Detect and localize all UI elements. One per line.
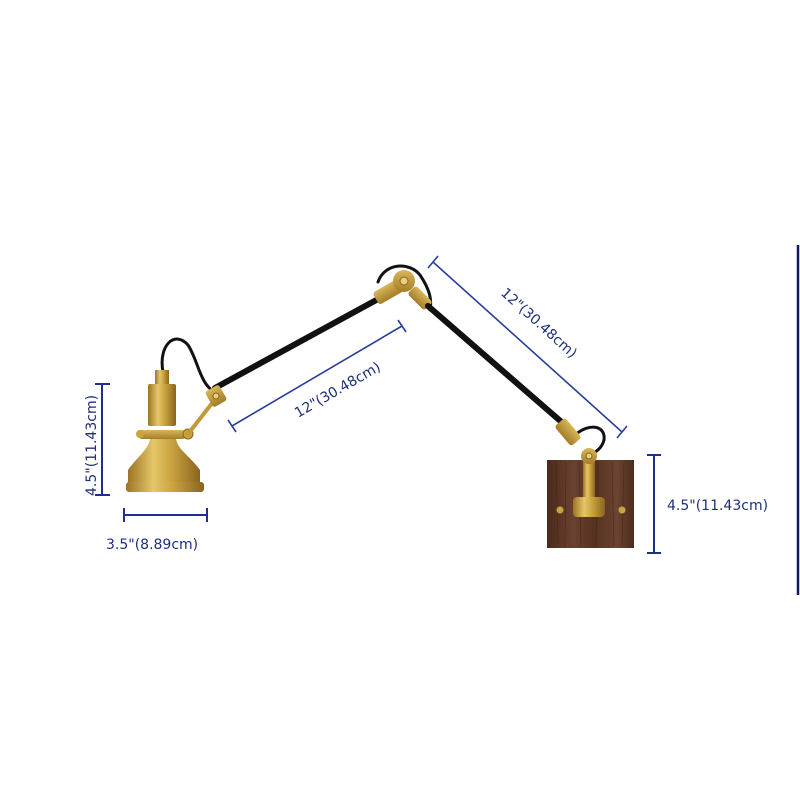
dimension-backplate-height: 4.5"(11.43cm) xyxy=(647,454,768,554)
rear-arm-rod xyxy=(425,303,568,428)
dimension-shade-height: 4.5"(11.43cm) xyxy=(84,383,110,496)
wall-mount-joint xyxy=(573,448,605,517)
elbow-joint xyxy=(393,270,415,292)
screw-right xyxy=(618,506,626,514)
shade-cable xyxy=(160,337,217,394)
dimension-rear-arm: 12"(30.48cm) xyxy=(427,255,628,439)
shade-height-label: 4.5"(11.43cm) xyxy=(84,395,100,496)
dimension-shade-width: 3.5"(8.89cm) xyxy=(106,508,208,553)
backplate-height-label: 4.5"(11.43cm) xyxy=(667,498,768,514)
dimension-front-arm: 12"(30.48cm) xyxy=(227,319,407,433)
shade-width-label: 3.5"(8.89cm) xyxy=(106,537,198,553)
front-arm-rod xyxy=(212,295,383,391)
rear-arm-sleeve-top xyxy=(408,286,432,310)
front-arm-label: 12"(30.48cm) xyxy=(292,359,384,421)
screw-left xyxy=(556,506,564,514)
shade-arm-joint xyxy=(205,385,227,407)
brass-lamp-shade xyxy=(126,370,204,492)
rear-arm-sleeve-bottom xyxy=(555,418,581,446)
shade-link-rod xyxy=(186,400,215,436)
rear-arm-label: 12"(30.48cm) xyxy=(497,285,579,362)
